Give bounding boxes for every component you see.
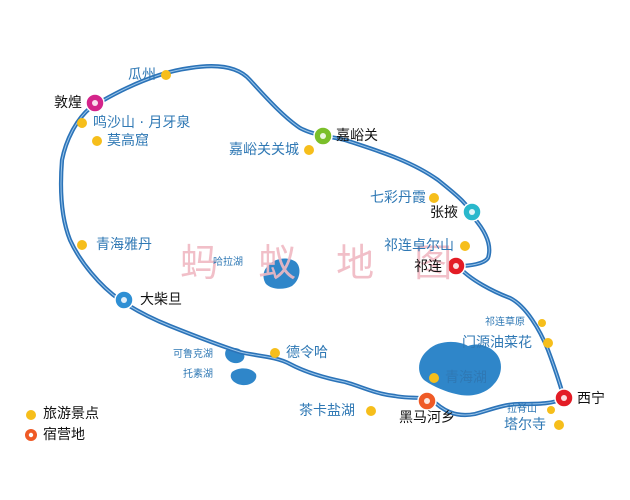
hala-lake [263, 258, 300, 289]
camp-label-jiayuguan: 嘉峪关 [336, 128, 378, 144]
poi-dot-qinghai-yadan [77, 240, 87, 250]
legend-camp-label: 宿营地 [43, 427, 85, 443]
poi-dot-chaka [366, 406, 376, 416]
qinghai-lake [419, 341, 501, 396]
poi-markers [77, 70, 564, 430]
poi-label-qinghai-yadan: 青海雅丹 [96, 237, 152, 253]
poi-label-mingsha: 鸣沙山 · 月牙泉 [93, 115, 191, 131]
poi-label-qinghaihu: 青海湖 [445, 370, 487, 386]
poi-label-taersi: 塔尔寺 [504, 417, 546, 433]
tuosu-lake [230, 368, 257, 386]
legend-poi-icon [26, 410, 36, 420]
watermark-text: 蚂 蚁 地 图 [180, 241, 467, 285]
lake-label-kelukehu: 可鲁克湖 [173, 349, 213, 360]
poi-label-lajishan: 拉脊山 [507, 404, 537, 415]
poi-dot-lajishan [547, 406, 555, 414]
poi-dot-qinghaihu [429, 373, 439, 383]
poi-label-chaka: 茶卡盐湖 [299, 403, 355, 419]
camp-label-qilian: 祁连 [414, 259, 442, 275]
poi-dot-taersi [554, 420, 564, 430]
poi-label-menyuan: 门源油菜花 [462, 335, 532, 351]
lake-label-tuosuhu: 托素湖 [183, 369, 213, 380]
camp-label-dachaidan: 大柴旦 [140, 292, 182, 308]
camp-label-heimahe: 黑马河乡 [399, 410, 455, 426]
poi-dot-delingha [270, 348, 280, 358]
camp-label-xining: 西宁 [577, 391, 605, 407]
poi-dot-mingsha [77, 118, 87, 128]
poi-label-guazhou: 瓜州 [128, 67, 156, 83]
poi-dot-guazhou [161, 70, 171, 80]
legend-camp-icon [25, 429, 37, 441]
poi-label-qicai: 七彩丹霞 [370, 190, 426, 206]
poi-dot-menyuan [543, 338, 553, 348]
camp-markers [85, 93, 574, 411]
poi-dot-qicai [429, 193, 439, 203]
poi-label-qilian-caoyuan: 祁连草原 [485, 317, 525, 328]
poi-dot-qilian-caoyuan [538, 319, 546, 327]
poi-dot-jiayuguancheng [304, 145, 314, 155]
poi-label-jiayuguancheng: 嘉峪关关城 [229, 142, 299, 158]
lake-shapes [225, 258, 501, 396]
camp-label-zhangye: 张掖 [430, 205, 458, 221]
poi-dot-mogao [92, 136, 102, 146]
legend-poi-label: 旅游景点 [43, 406, 99, 422]
poi-label-zhuoershan: 祁连卓尔山 [384, 238, 454, 254]
poi-label-mogao: 莫高窟 [107, 133, 149, 149]
poi-label-delingha: 德令哈 [286, 345, 328, 361]
lake-label-halahu: 哈拉湖 [213, 257, 243, 268]
poi-dot-zhuoershan [460, 241, 470, 251]
camp-label-dunhuang: 敦煌 [54, 95, 82, 111]
